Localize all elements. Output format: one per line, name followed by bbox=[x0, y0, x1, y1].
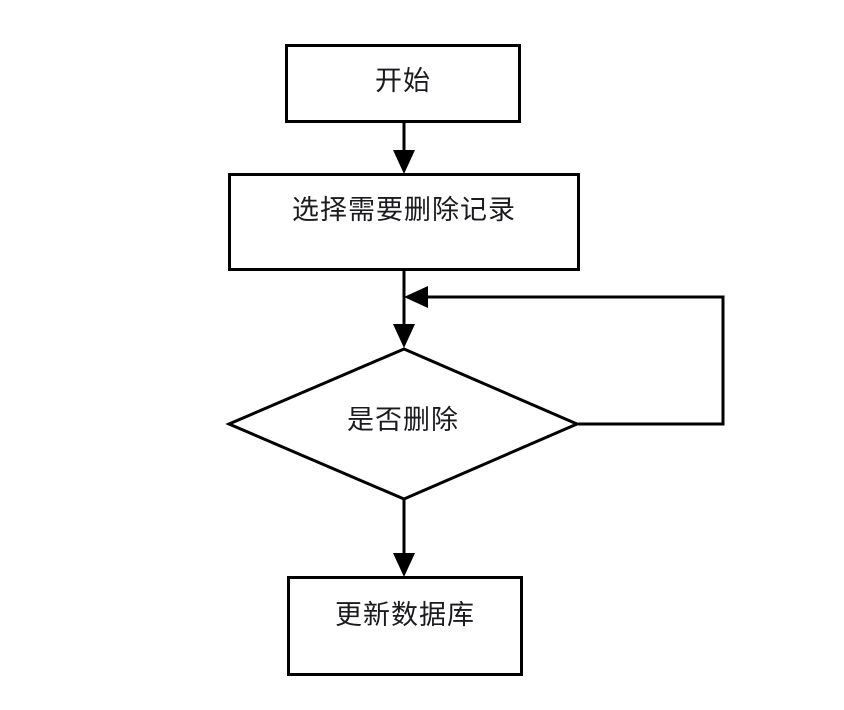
node-update-label: 更新数据库 bbox=[335, 600, 475, 630]
connector-decision-to-update-arrowhead bbox=[393, 553, 415, 577]
connector-start-to-select-arrowhead bbox=[393, 150, 415, 174]
connector-loopback-arrowhead bbox=[404, 286, 428, 308]
node-start-label: 开始 bbox=[375, 66, 431, 96]
node-select-label: 选择需要删除记录 bbox=[292, 195, 516, 225]
node-decision-label: 是否删除 bbox=[347, 405, 459, 435]
node-start-shape[interactable] bbox=[285, 44, 521, 123]
connector-loopback-line bbox=[418, 295, 725, 426]
node-decision-shape[interactable] bbox=[225, 347, 581, 501]
connector-select-to-decision-arrowhead bbox=[393, 324, 415, 348]
node-select-shape[interactable] bbox=[228, 173, 580, 271]
node-update-shape[interactable] bbox=[287, 576, 523, 676]
